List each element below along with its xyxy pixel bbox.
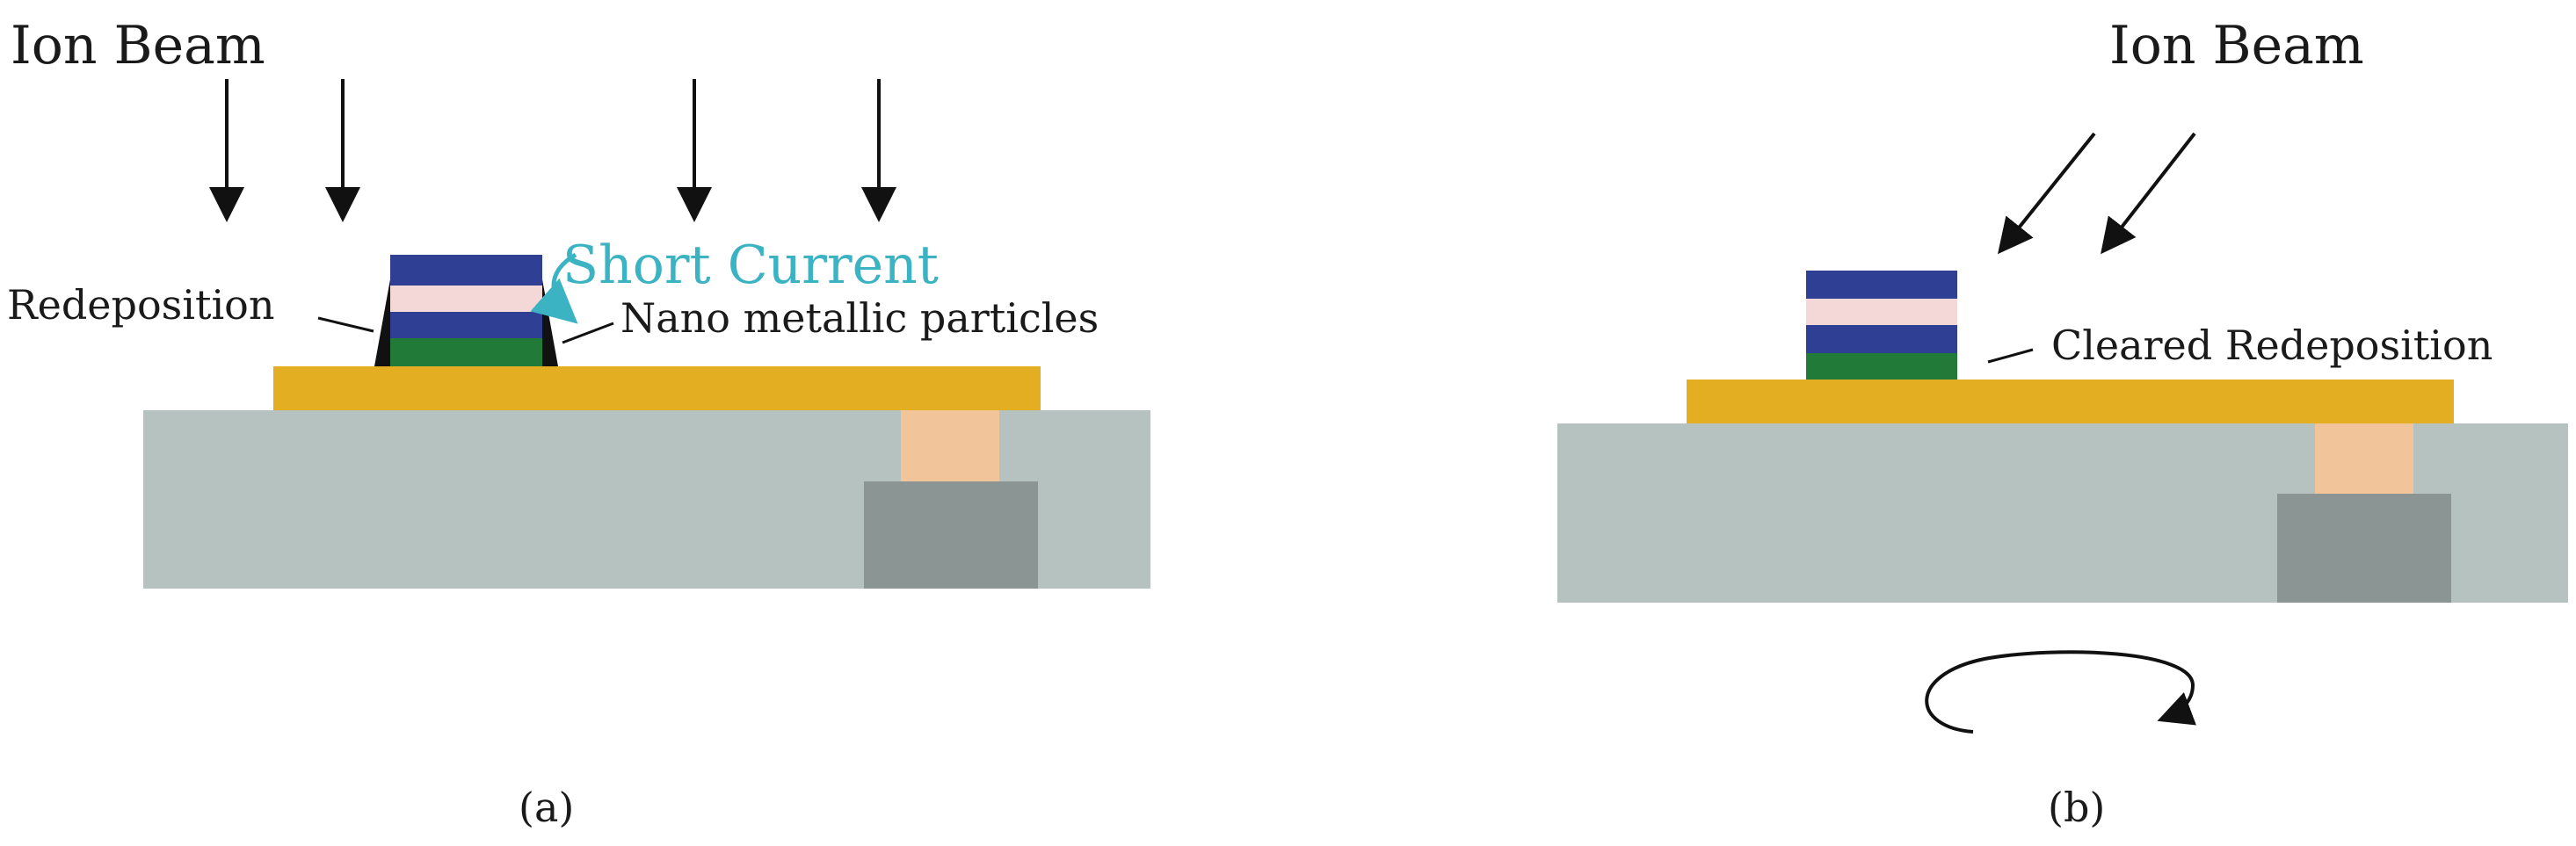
rotation-arrow — [1925, 650, 2196, 734]
caption-a: (a) — [519, 784, 574, 831]
panel-b: Ion Beam Cleared Redeposition (b) — [1557, 15, 2568, 831]
panel-a-title: Ion Beam — [11, 15, 265, 76]
ion-beam-arrows-b — [1997, 132, 2196, 255]
bottom-electrode-a — [273, 366, 1041, 410]
stack-layer-top — [1806, 271, 1957, 299]
contact-pad-b — [2277, 494, 2451, 603]
nano-particles-leader — [562, 322, 614, 344]
redeposition-label: Redeposition — [7, 281, 275, 329]
stack-layer-barrier — [390, 286, 542, 312]
stack-layer-bottom — [1806, 353, 1957, 380]
caption-b: (b) — [2048, 784, 2105, 831]
short-current-arrow — [530, 252, 578, 324]
short-current-label: Short Current — [562, 235, 939, 296]
stack-layer-top — [390, 255, 542, 286]
redeposition-leader — [317, 316, 374, 333]
stack-layer-bottom — [390, 338, 542, 366]
mtj-stack-a — [390, 255, 542, 366]
stack-layer-barrier — [1806, 299, 1957, 325]
stack-layer-middle — [390, 312, 542, 338]
cleared-redeposition-label: Cleared Redeposition — [2051, 322, 2493, 369]
beam-arrow — [2101, 132, 2196, 255]
bottom-electrode-b — [1687, 380, 2454, 423]
ion-beam-arrows-a — [209, 79, 896, 222]
cleared-redeposition-leader — [1987, 348, 2034, 364]
via-b — [2315, 423, 2413, 494]
beam-arrow — [1997, 132, 2096, 255]
redeposition-left — [374, 279, 390, 366]
mtj-stack-b — [1806, 271, 1957, 380]
nano-particles-label: Nano metallic particles — [620, 294, 1099, 342]
stack-layer-middle — [1806, 325, 1957, 353]
via-a — [901, 410, 999, 481]
panel-b-title: Ion Beam — [2109, 15, 2364, 76]
contact-pad-a — [864, 481, 1038, 589]
panel-a: Ion Beam Short Current R — [7, 15, 1150, 831]
